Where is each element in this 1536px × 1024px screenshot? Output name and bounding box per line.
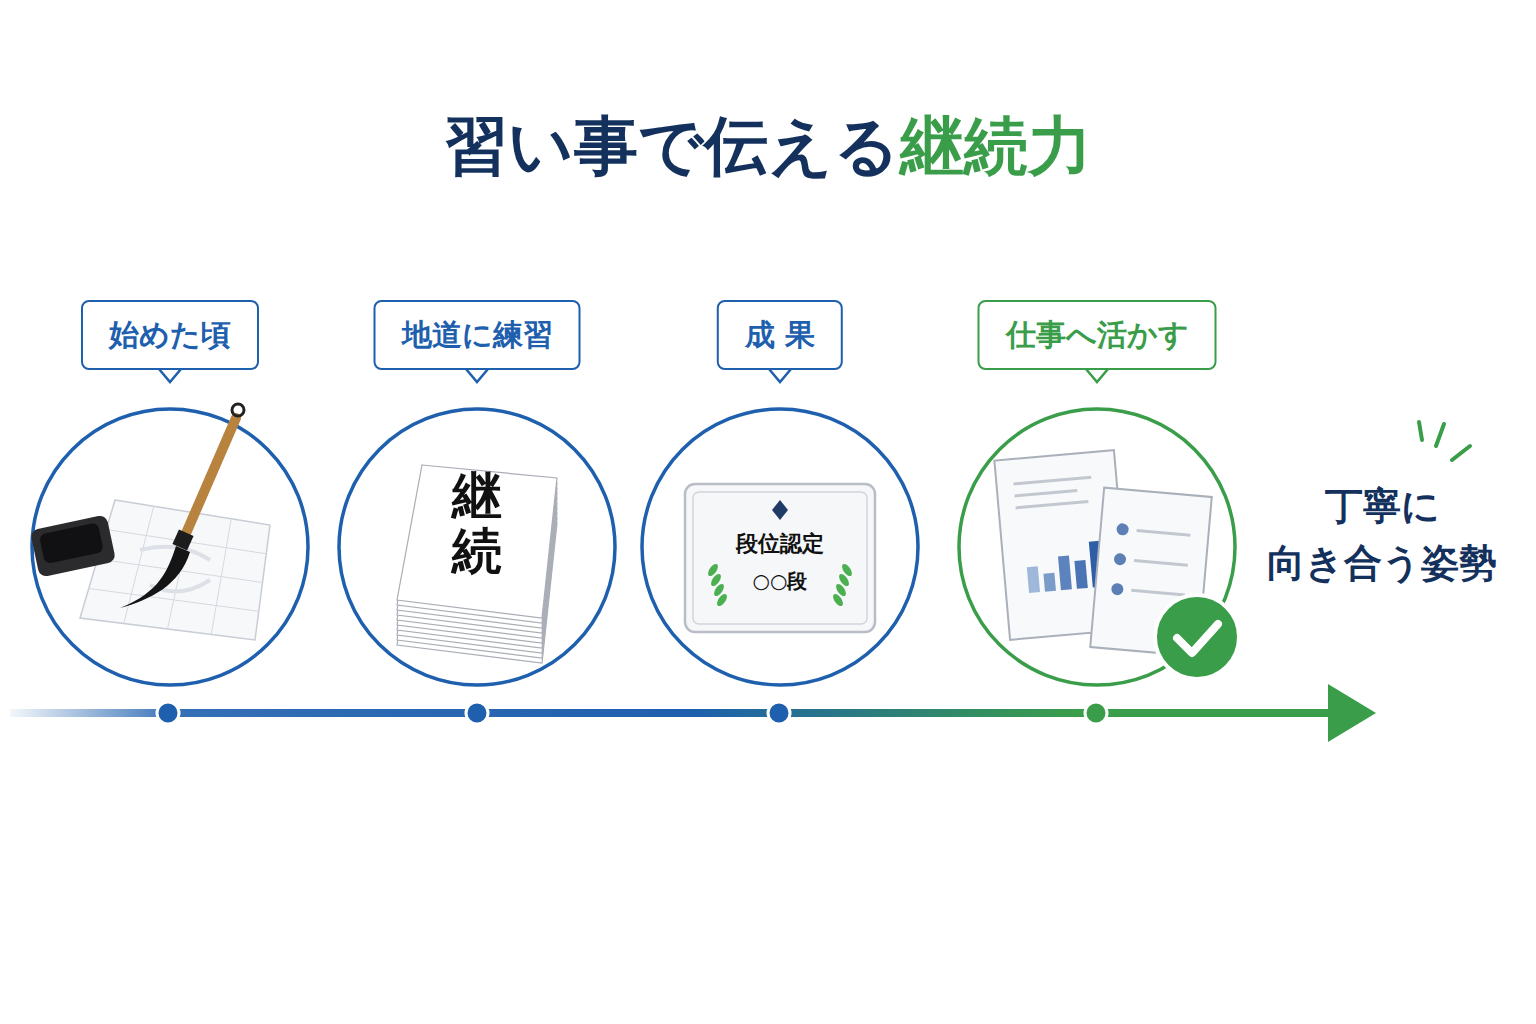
check-dot [1113, 553, 1126, 566]
step-callout: 仕事へ活かす [978, 300, 1217, 370]
step-callout: 始めた頃 [81, 300, 259, 370]
title: 習い事で伝える継続力 [444, 108, 1092, 185]
certificate-emblem [772, 500, 788, 520]
illustration [685, 484, 875, 632]
document-lines [1013, 477, 1093, 508]
timeline-dot [157, 702, 179, 724]
step-node: 成 果段位認定 ○○段 [630, 300, 930, 710]
circle-outline [642, 409, 918, 685]
bubble-tail [159, 369, 181, 382]
check-line [1137, 531, 1191, 536]
step-callout: 地道に練習 [374, 300, 581, 370]
bar [1043, 573, 1056, 592]
illustration [994, 450, 1239, 679]
step-node: 仕事へ活かす [947, 300, 1247, 710]
illustration-text: ○○段 [725, 568, 835, 595]
paper-stack [397, 465, 557, 663]
laurel-leaf [840, 562, 854, 577]
illustration [397, 465, 557, 663]
brush-bristles [120, 546, 190, 608]
paper-grid [89, 506, 267, 634]
circle-outline [32, 409, 308, 685]
bar [1058, 555, 1072, 590]
certificate-inner [693, 492, 867, 624]
bar-chart [1025, 541, 1104, 593]
timeline-dot [466, 702, 488, 724]
paper [80, 500, 270, 640]
title-row: 習い事で伝える継続力 [0, 108, 1536, 185]
grid-line [211, 519, 231, 635]
brush-handle [184, 418, 236, 538]
brush-loop [232, 404, 244, 416]
laurel-leaf [706, 562, 720, 577]
sparkle-line [1419, 422, 1422, 440]
checklist-items [1111, 523, 1191, 601]
timeline-dot [1085, 702, 1107, 724]
sparkle-line [1436, 424, 1444, 446]
ink-well [39, 522, 104, 564]
check-line [1131, 590, 1185, 595]
step-callout: 成 果 [717, 300, 843, 370]
text-line [1013, 477, 1091, 484]
paper-sheet [397, 465, 557, 618]
timeline-dot [768, 702, 790, 724]
bubble-tail [769, 369, 791, 382]
illustration-text: 継続 [452, 468, 502, 578]
check-line [1134, 560, 1188, 565]
text-line [1015, 490, 1078, 495]
grid-line [106, 530, 266, 554]
timeline-bar [10, 709, 1340, 717]
bubble-tail [466, 369, 488, 382]
text-line [1016, 502, 1089, 508]
bubble-tail [1086, 369, 1108, 382]
timeline-dots [157, 702, 1107, 724]
check-dot [1116, 523, 1129, 536]
certificate [685, 484, 875, 632]
step-node: 地道に練習継続 [327, 300, 627, 710]
check-badge [1155, 595, 1239, 679]
step-node: 始めた頃 [20, 300, 320, 710]
timeline-arrowhead [1328, 684, 1376, 742]
bar [1074, 560, 1087, 589]
illustration-text: 段位認定 [705, 529, 855, 559]
check-mark [1177, 624, 1218, 653]
ink-stone [30, 514, 116, 577]
sparkle-line [1452, 446, 1470, 460]
sparkle [1419, 422, 1470, 460]
illustration [30, 404, 270, 640]
check-dot [1111, 583, 1124, 596]
circle-outline [339, 409, 615, 685]
laurel [706, 562, 854, 607]
bar [1027, 566, 1040, 593]
goal-label: 丁寧に 向き合う姿勢 [1236, 478, 1528, 592]
